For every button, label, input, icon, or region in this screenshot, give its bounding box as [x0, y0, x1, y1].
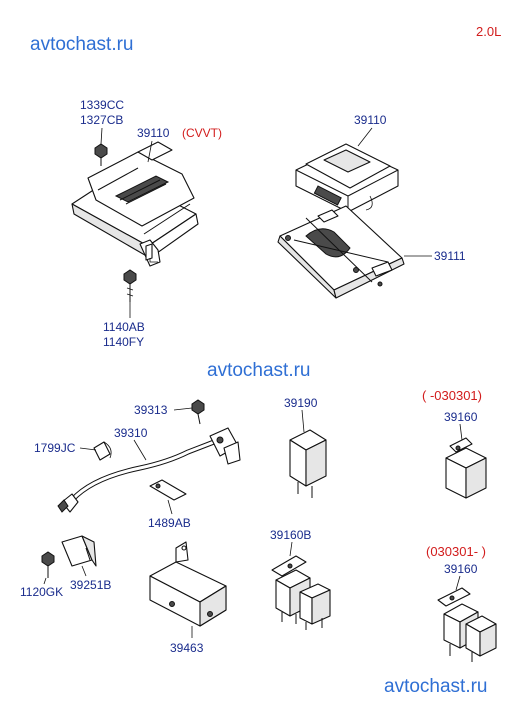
watermark-bottom: avtochast.ru: [384, 676, 488, 697]
label-screw-top-2: 1327CB: [80, 113, 123, 127]
label-fuse-relay: 39190: [284, 396, 318, 410]
relay-early-drawing: [445, 437, 487, 499]
watermark-middle: avtochast.ru: [207, 360, 311, 381]
relay-late-drawing: [437, 587, 497, 662]
bracket-small-drawing: [61, 535, 97, 567]
label-clamp: 1489AB: [148, 516, 191, 530]
label-bolt-harness: 39313: [134, 403, 168, 417]
relay-assy-drawing: [271, 555, 331, 630]
clip-drawing: [93, 441, 112, 461]
label-clip: 1799JC: [34, 441, 76, 455]
bracket-relay-drawing: [149, 541, 227, 627]
harness-drawing: [57, 427, 241, 513]
label-bracket-relay: 39463: [170, 641, 204, 655]
clamp-drawing: [149, 479, 187, 501]
label-harness: 39310: [114, 426, 148, 440]
label-bolt-bottom-2: 1140FY: [103, 335, 144, 349]
bolt-harness-drawing: [191, 399, 205, 425]
watermark-top: avtochast.ru: [30, 34, 134, 55]
bolt-small-drawing: [41, 551, 55, 578]
engine-label: 2.0L: [476, 24, 501, 39]
label-bolt-bottom-1: 1140AB: [103, 320, 145, 334]
ecu-bracket-drawing: [277, 205, 405, 299]
label-relay-late-note: (030301- ): [426, 544, 486, 559]
bolt-bottom-drawing: [123, 269, 137, 302]
fuse-relay-drawing: [289, 429, 327, 498]
label-ecu: 39110: [354, 113, 387, 127]
label-relay-assy: 39160B: [270, 528, 311, 542]
screw-top-drawing: [94, 143, 108, 166]
label-bolt-small: 1120GK: [20, 585, 63, 599]
label-screw-top-1: 1339CC: [80, 98, 124, 112]
label-bracket-small: 39251B: [70, 578, 111, 592]
label-ecu-cvvt: 39110: [137, 126, 170, 140]
label-ecu-bracket: 39111: [434, 249, 466, 263]
label-ecu-cvvt-note: (CVVT): [182, 126, 222, 140]
label-relay-late: 39160: [444, 562, 478, 576]
label-relay-early-note: ( -030301): [422, 388, 482, 403]
ecu-cvvt-drawing: [71, 141, 199, 267]
label-relay-early: 39160: [444, 410, 478, 424]
ecu-drawing: [295, 143, 399, 213]
